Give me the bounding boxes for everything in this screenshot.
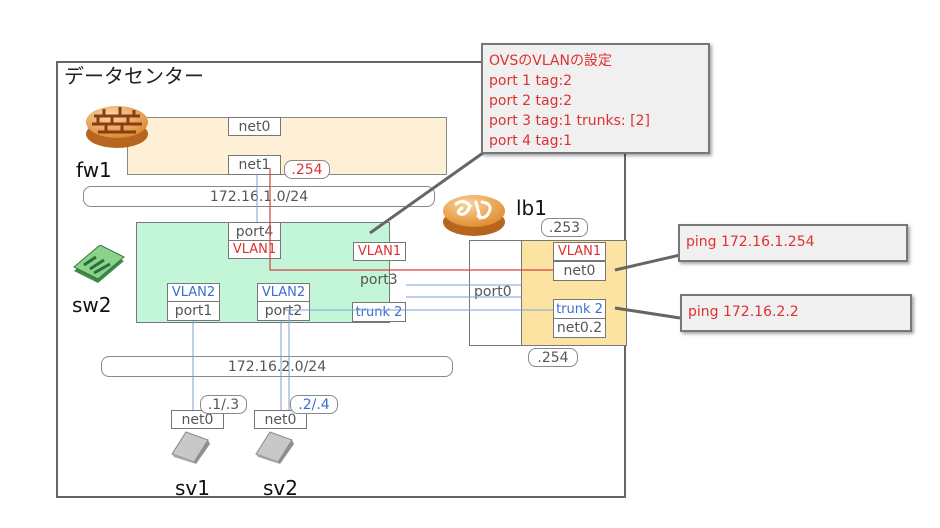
sw2-port4-vlan: VLAN1 <box>228 240 281 259</box>
fw1-net0-label: net0 <box>228 117 281 136</box>
sw2-port2-label: port2 <box>257 301 310 321</box>
lb1-ip-top: .253 <box>541 218 588 237</box>
network-2-bar: 172.16.2.0/24 <box>101 356 453 377</box>
datacenter-title: データセンター <box>64 64 204 88</box>
loadbalancer-icon <box>440 190 508 238</box>
ovs-note-line: port 2 tag:2 <box>489 93 573 109</box>
fw1-name: fw1 <box>76 158 112 182</box>
sw2-port1-label: port1 <box>167 301 220 321</box>
ping-fw-callout: ping 172.16.1.254 <box>678 224 908 262</box>
ping-server-text: ping 172.16.2.2 <box>688 304 799 320</box>
sv2-net0: net0 <box>254 410 307 429</box>
fw1-net1-label: net1 <box>228 155 281 175</box>
ovs-note-line: port 3 tag:1 trunks: [2] <box>489 113 650 129</box>
sv2-name: sv2 <box>263 476 298 500</box>
sv1-name: sv1 <box>175 476 210 500</box>
sv2-ip-badge: .2/.4 <box>290 395 338 414</box>
sv1-ip-badge: .1/.3 <box>200 395 247 414</box>
switch-icon <box>70 244 126 287</box>
lb1-trunk2: trunk 2 <box>553 299 606 319</box>
sw2-port3-vlan: VLAN1 <box>353 242 406 261</box>
sw2-port3-label: port3 <box>360 272 398 288</box>
server-icon <box>252 428 296 464</box>
sv1-net0: net0 <box>171 410 224 429</box>
network-1-bar: 172.16.1.0/24 <box>83 186 435 207</box>
lb1-net0-2: net0.2 <box>553 318 606 338</box>
firewall-icon <box>84 100 150 150</box>
ovs-note-line: port 1 tag:2 <box>489 73 573 89</box>
ovs-note-line: OVSのVLANの設定 <box>489 53 612 69</box>
fw1-ip-badge: .254 <box>284 160 330 179</box>
sw2-name: sw2 <box>72 293 112 317</box>
lb1-net0: net0 <box>553 261 606 281</box>
sw2-port3-trunk: trunk 2 <box>352 302 406 322</box>
server-icon <box>168 428 212 464</box>
lb1-vlan1: VLAN1 <box>553 242 606 261</box>
lb1-port0-label: port0 <box>474 284 512 300</box>
ping-server-callout: ping 172.16.2.2 <box>680 294 912 332</box>
ovs-note-line: port 4 tag:1 <box>489 133 573 149</box>
ovs-vlan-note: OVSのVLANの設定 port 1 tag:2 port 2 tag:2 po… <box>481 43 710 154</box>
ping-fw-text: ping 172.16.1.254 <box>686 234 815 250</box>
lb1-name: lb1 <box>516 196 547 220</box>
lb1-ip-bottom: .254 <box>528 348 578 367</box>
